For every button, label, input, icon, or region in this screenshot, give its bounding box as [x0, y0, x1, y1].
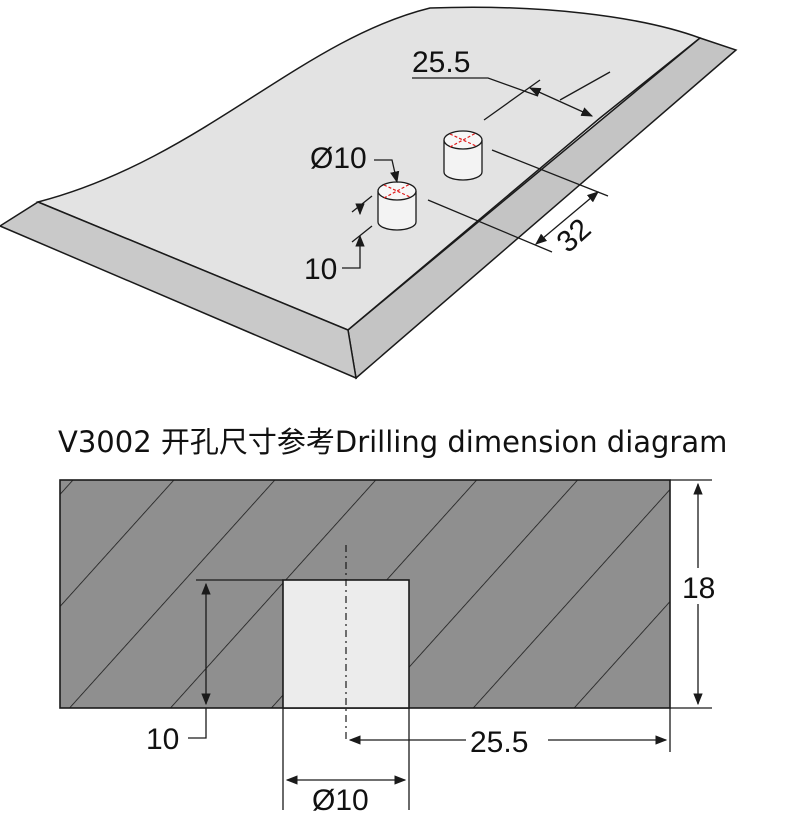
iso-dim-edge-label: 32: [551, 212, 598, 259]
sec-dim-depth-label: 10: [146, 723, 179, 756]
iso-dim-edge: [427, 149, 609, 253]
sec-dim-diameter: [282, 708, 410, 810]
sec-dim-offset-label: 25.5: [470, 726, 528, 759]
section-view: 18 10 25.5 Ø10: [59, 479, 720, 813]
hole-2: [377, 181, 417, 231]
iso-dim-depth-label: 10: [304, 253, 337, 286]
iso-dim-diameter: [374, 159, 400, 184]
sec-dim-depth: [188, 579, 283, 739]
board-front-edge: [0, 201, 357, 380]
sec-dim-diameter-label: Ø10: [312, 784, 369, 813]
iso-board: 25.5 Ø10 32 10: [0, 6, 738, 380]
hole-1: [443, 130, 483, 181]
diagram-title: V3002 开孔尺寸参考Drilling dimension diagram: [58, 425, 727, 459]
iso-dim-depth: [342, 195, 373, 269]
iso-dim-diameter-label: Ø10: [310, 142, 367, 175]
sec-dim-thickness-label: 18: [682, 572, 715, 605]
iso-dim-spacing: [412, 71, 611, 121]
iso-dim-spacing-label: 25.5: [412, 46, 470, 79]
